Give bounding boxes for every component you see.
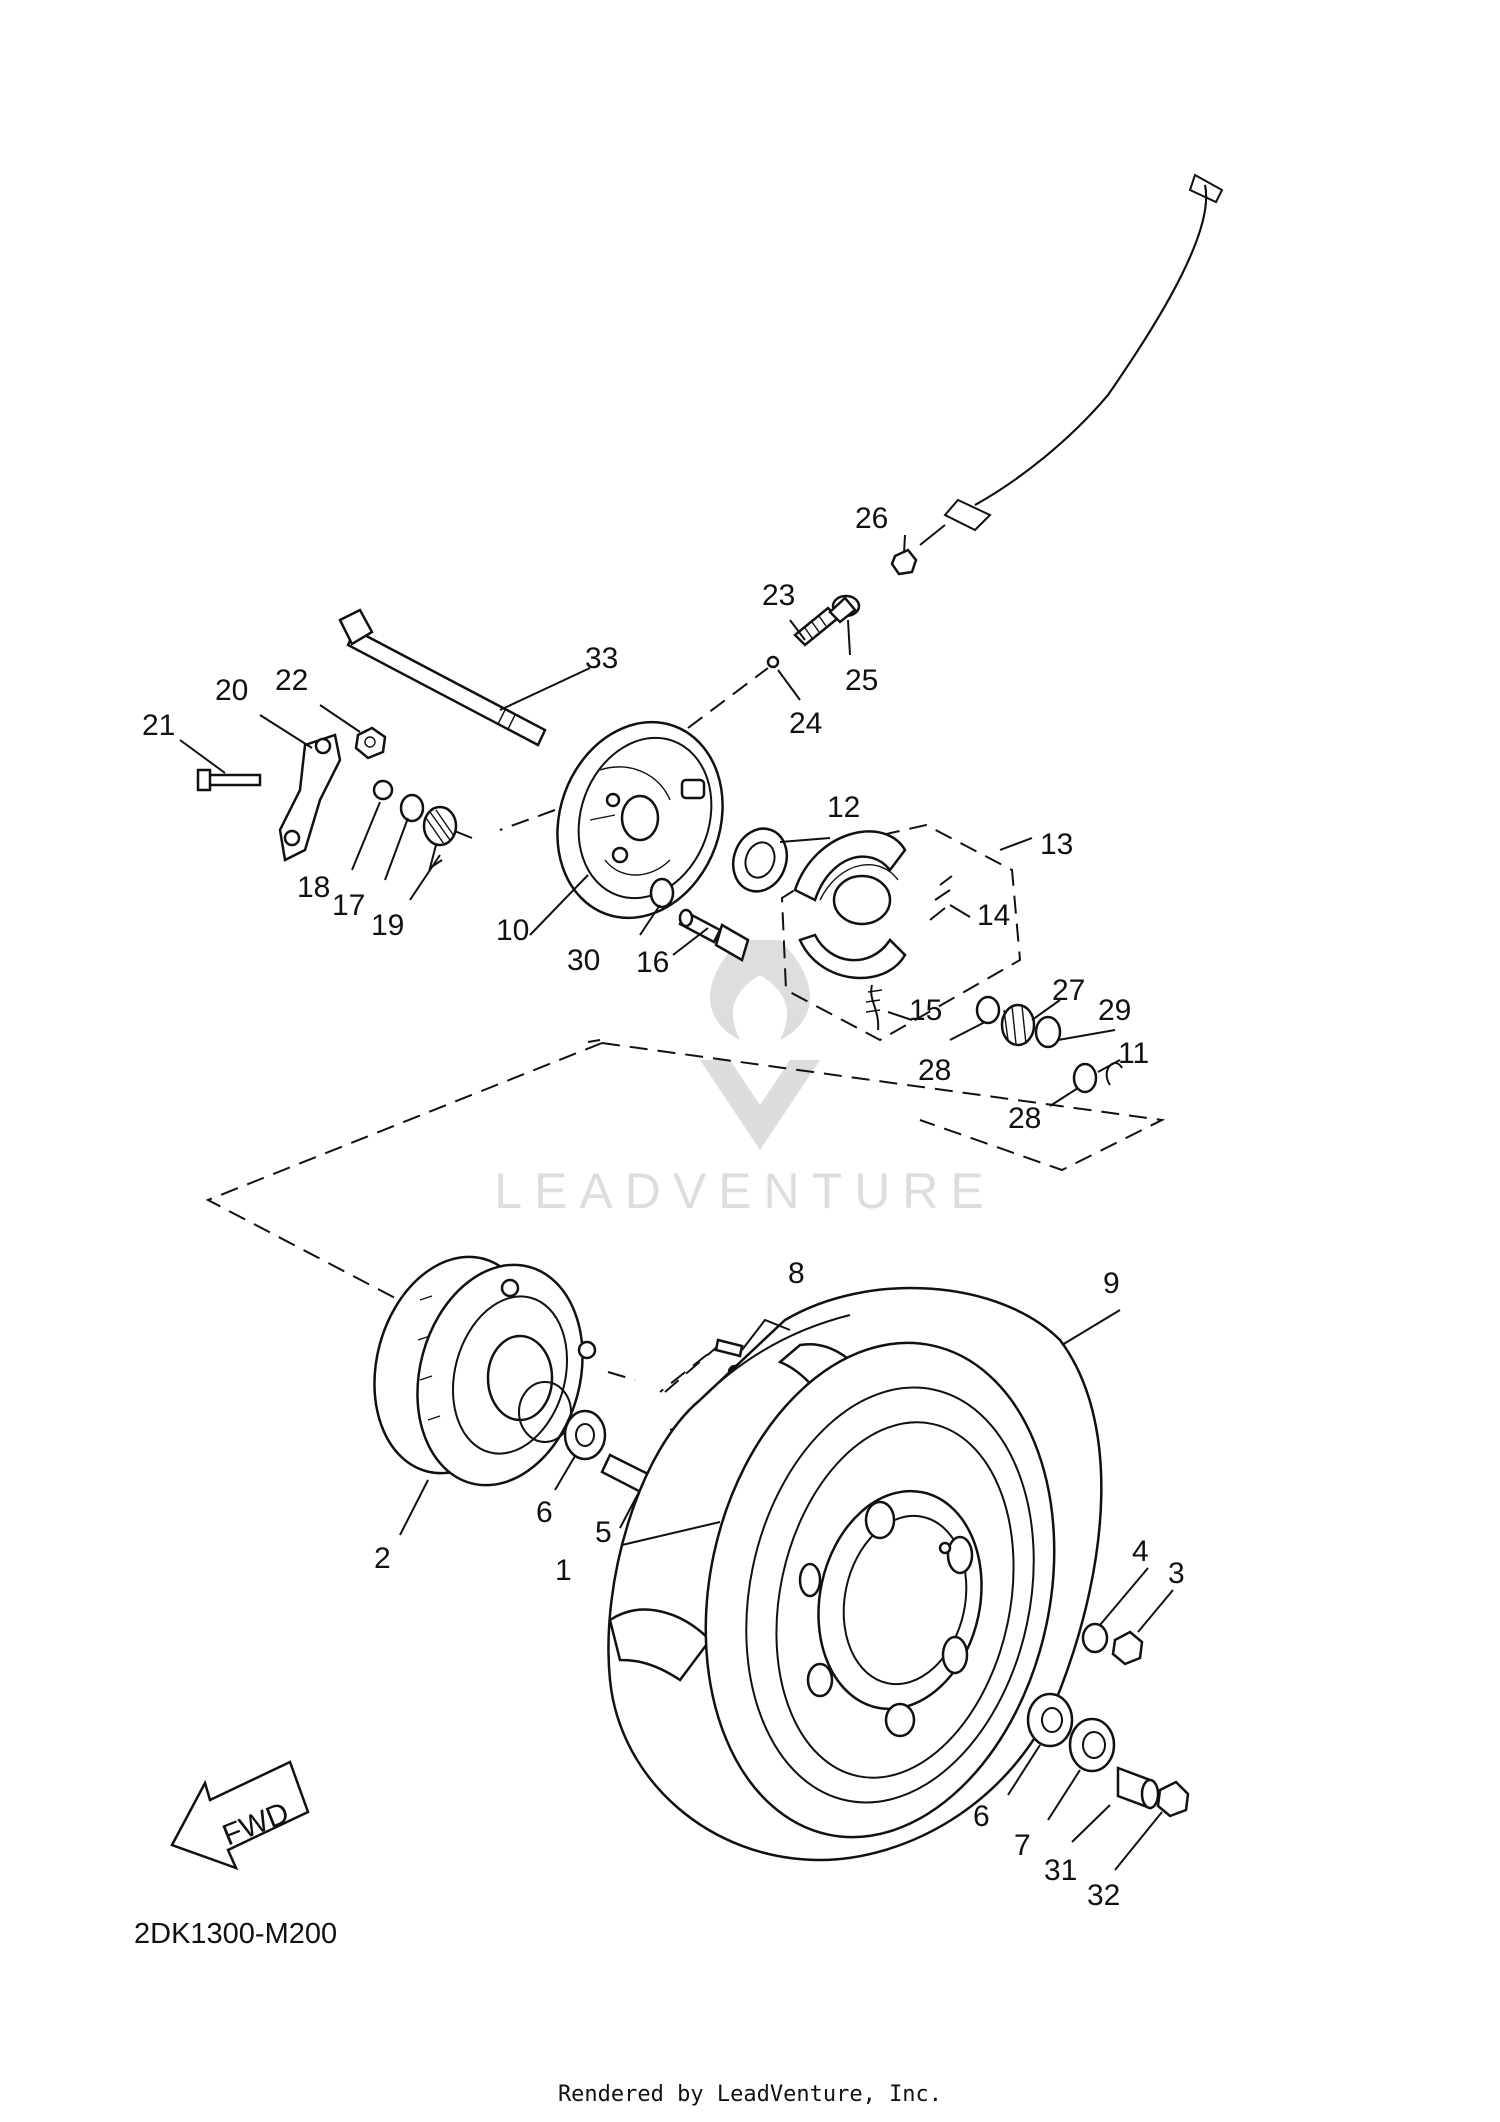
washer-4: [1081, 1622, 1109, 1654]
bearing-6b: [1026, 1692, 1074, 1748]
callout-19: 19: [371, 909, 404, 942]
nut-3: [1111, 1630, 1144, 1666]
callout-9: 9: [1103, 1267, 1120, 1300]
callout-31: 31: [1044, 1854, 1077, 1887]
brake-arm-20: [278, 733, 342, 862]
ring-24: [766, 655, 780, 669]
leader-lines: [179, 534, 1174, 1871]
washer-12: [731, 827, 789, 893]
callout-23: 23: [762, 579, 795, 612]
callout-32: 32: [1087, 1879, 1120, 1912]
bushing-25: [828, 594, 861, 624]
callout-33: 33: [585, 642, 618, 675]
bearing-6a: [563, 1409, 607, 1461]
callout-18: 18: [297, 871, 330, 904]
callout-28a: 28: [918, 1054, 951, 1087]
callout-20: 20: [215, 674, 248, 707]
speedo-cable: [892, 173, 1224, 573]
brake-shoes-13: [793, 830, 907, 980]
leadventure-watermark: LEADVENTURE: [494, 940, 996, 1219]
nut-22: [354, 726, 387, 760]
callout-4: 4: [1132, 1535, 1149, 1568]
seal-17: [399, 793, 425, 823]
oring-30: [649, 877, 675, 909]
callout-27: 27: [1052, 974, 1085, 1007]
callout-17: 17: [332, 889, 365, 922]
callout-11: 11: [1118, 1037, 1149, 1070]
callout-6b: 6: [973, 1800, 990, 1833]
callout-26: 26: [855, 502, 888, 535]
callout-2: 2: [374, 1542, 391, 1575]
callout-25: 25: [845, 664, 878, 697]
callout-12: 12: [827, 791, 860, 824]
callout-21: 21: [142, 709, 175, 742]
washer-18: [372, 779, 394, 801]
callout-24: 24: [789, 707, 822, 740]
nut-32: [1156, 1780, 1190, 1818]
callout-3: 3: [1168, 1557, 1185, 1590]
fwd-arrow-icon: FWD: [170, 1760, 310, 1871]
seal-7: [1068, 1717, 1116, 1773]
washer-28a: [975, 995, 1001, 1025]
callout-10: 10: [496, 914, 529, 947]
callout-labels: 1 2 3 4 5 6 6 7 8 9 10 11 12 13 14 15 16…: [142, 502, 1185, 1912]
bolt-21: [196, 768, 262, 792]
callout-5: 5: [595, 1516, 612, 1549]
callout-1: 1: [555, 1554, 572, 1587]
washer-28b: [1072, 1062, 1098, 1094]
camshaft-16: [678, 908, 750, 962]
callout-8: 8: [788, 1257, 805, 1290]
spring-14: [929, 875, 953, 921]
hub-2: [373, 1255, 597, 1487]
callout-28b: 28: [1008, 1102, 1041, 1135]
washer-29: [1034, 1015, 1062, 1049]
gear-27: [1000, 1003, 1036, 1047]
nut-26: [890, 548, 918, 576]
spring-15: [865, 984, 883, 1031]
callout-14: 14: [977, 899, 1010, 932]
callout-30: 30: [567, 944, 600, 977]
svg-text:LEADVENTURE: LEADVENTURE: [494, 1163, 996, 1219]
spring-19: [422, 805, 458, 871]
callout-15: 15: [909, 994, 942, 1027]
axle-33: [338, 608, 547, 747]
callout-7: 7: [1014, 1829, 1031, 1862]
collar-31: [1116, 1766, 1160, 1810]
brake-plate-10: [556, 720, 724, 920]
footer-credit: Rendered by LeadVenture, Inc.: [557, 2082, 943, 2107]
callout-22: 22: [275, 664, 308, 697]
callout-29: 29: [1098, 994, 1131, 1027]
callout-16: 16: [636, 946, 669, 979]
diagram-code: 2DK1300-M200: [134, 1918, 338, 1950]
callout-13: 13: [1040, 828, 1073, 861]
callout-6a: 6: [536, 1496, 553, 1529]
wheel-tire: [607, 1286, 1103, 1862]
